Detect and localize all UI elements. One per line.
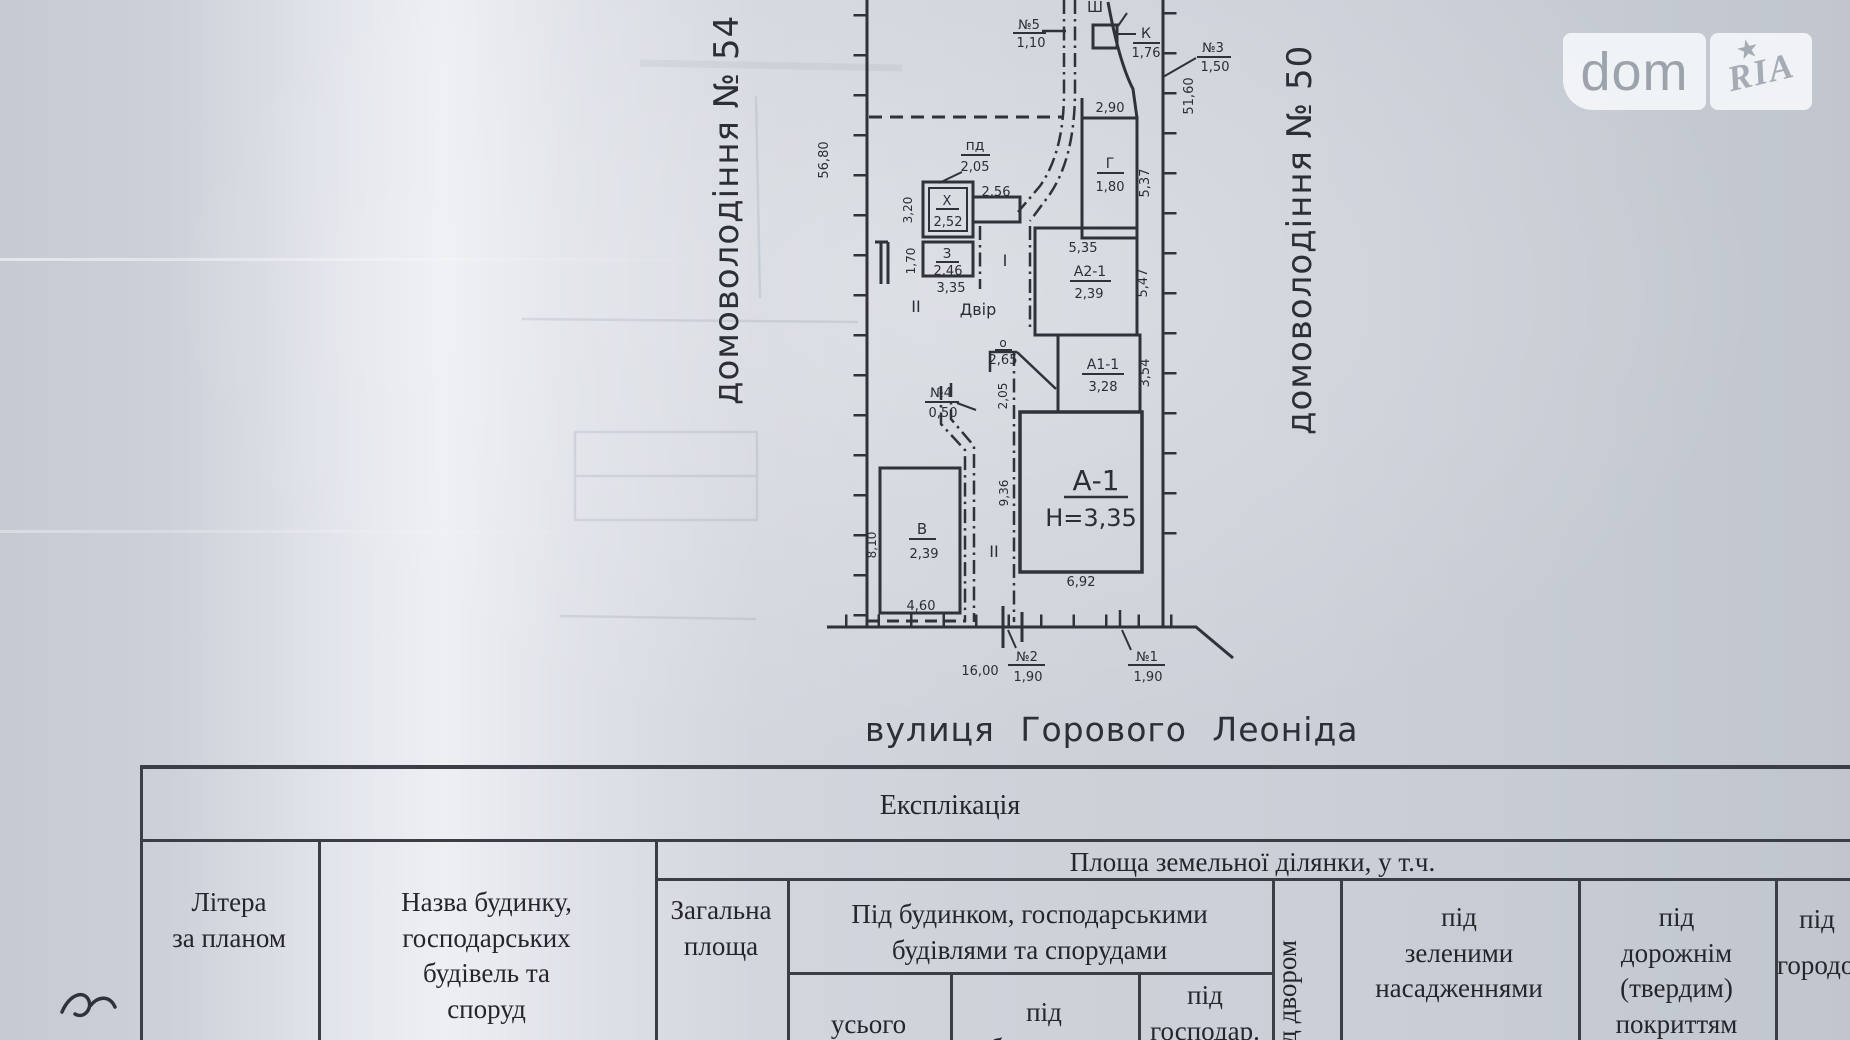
col-road-header: під дорожнім (твердим) покриттям <box>1615 902 1738 1039</box>
dim-label: 2,65 <box>989 353 1018 368</box>
table-line <box>655 839 658 1040</box>
handwritten-mark <box>60 992 117 1018</box>
bldg-label: А2-1 <box>1074 264 1106 280</box>
zone-label: II <box>989 542 998 561</box>
dim-label: №3 <box>1202 41 1224 56</box>
dim-label: 2,39 <box>1075 287 1104 302</box>
area-group-header: Площа земельної ділянки, у т.ч. <box>1069 847 1436 877</box>
col-buildings-header: Під будинком, господарськими будівлями т… <box>851 899 1208 965</box>
zone-label: I <box>1003 251 1008 270</box>
dim-label: 2,90 <box>1096 101 1125 116</box>
left-estate-label: домоволодіння № 54 <box>707 14 747 405</box>
table-line <box>140 839 1850 842</box>
bldg-label: Г <box>1106 156 1115 172</box>
table-line <box>1578 878 1581 1040</box>
table-line <box>1340 878 1343 1040</box>
table-line <box>655 878 1850 881</box>
dim-label: №5 <box>1018 18 1040 33</box>
bldg-label: Н=3,35 <box>1045 504 1137 532</box>
dim-label: 4,60 <box>907 599 936 614</box>
table-line <box>318 839 321 1040</box>
bldg-label: Ш <box>1087 0 1103 16</box>
col-total-header: Загальна площа <box>670 895 772 961</box>
table-line <box>140 765 143 1040</box>
col-green-header: під зеленими насадженнями <box>1375 902 1543 1004</box>
bldg-label: А1-1 <box>1087 357 1119 373</box>
dim-label: 1,80 <box>1096 180 1125 195</box>
col-garden-header-line2: городом <box>1777 950 1850 980</box>
bldg-label: З <box>943 247 951 262</box>
sub-house-header: під будинком <box>990 997 1099 1040</box>
dim-label: 5,47 <box>1136 269 1151 298</box>
bldg-label: К <box>1141 26 1151 42</box>
dim-label: 5,35 <box>1069 241 1098 256</box>
buildings <box>875 1 1144 615</box>
dim-label: 1,10 <box>1017 36 1046 51</box>
sub-total-header: усього <box>830 1009 907 1039</box>
table-line <box>1138 972 1141 1040</box>
dim-label: 1,70 <box>904 248 918 275</box>
dim-label: 1,76 <box>1132 46 1161 61</box>
col-name-header: Назва будинку, господарських будівель та… <box>401 887 572 1024</box>
watermark-dom-box: dom <box>1563 33 1706 110</box>
dim-label: 1,90 <box>1134 670 1163 685</box>
yard-path-lines <box>939 0 1077 622</box>
zone-label: II <box>911 297 920 316</box>
col-garden-header-line1: під <box>1799 904 1835 934</box>
dim-label: 3,35 <box>937 281 966 296</box>
dim-label: №4 <box>930 386 952 401</box>
dim-label: 2,56 <box>982 185 1011 200</box>
dim-label: 3,20 <box>901 197 915 224</box>
plot-boundaries <box>827 0 1234 660</box>
label-underlines <box>909 32 1231 666</box>
dim-label: 1,90 <box>1014 670 1043 685</box>
plan-labels: №5 1,10 Ш К 1,76 №3 1,50 51,60 56,80 2,9… <box>817 0 1229 685</box>
street-name: вулиця Горового Леоніда <box>865 710 1359 749</box>
table-line <box>140 765 1850 769</box>
watermark-dom-text: dom <box>1580 41 1689 102</box>
dim-label: 5,37 <box>1138 169 1153 198</box>
dim-label: 2,05 <box>961 160 990 175</box>
bldg-label: пд <box>966 138 985 154</box>
dim-label: 2,39 <box>910 547 939 562</box>
dim-label: 2,52 <box>934 215 963 230</box>
dim-label: 51,60 <box>1182 77 1197 114</box>
dim-label: 2,05 <box>996 383 1010 410</box>
dim-label: 9,36 <box>997 480 1011 507</box>
paper-crease <box>0 258 740 261</box>
dim-label: 56,80 <box>817 141 832 178</box>
table-line <box>950 972 953 1040</box>
table-line <box>787 972 1275 975</box>
watermark-ria-box: ★ RIA <box>1710 33 1812 110</box>
bldg-label: В <box>917 520 927 538</box>
dim-label: 16,00 <box>961 664 998 679</box>
right-estate-label: домоволодіння № 50 <box>1280 44 1320 435</box>
dim-label: 3,54 <box>1138 359 1153 388</box>
dim-label: 1,50 <box>1201 60 1230 75</box>
dim-label: 0,50 <box>929 406 958 421</box>
dim-label: 8,10 <box>865 532 879 559</box>
dim-label: №2 <box>1016 650 1038 665</box>
table-line <box>787 878 790 1040</box>
bldg-label: Х <box>943 194 952 209</box>
table-line <box>1272 878 1275 1040</box>
dim-label: 6,92 <box>1067 575 1096 590</box>
bldg-label: А-1 <box>1072 464 1119 497</box>
sub-household-header: під господар. <box>1150 980 1260 1040</box>
dim-label: 3,28 <box>1089 380 1118 395</box>
col-letter-header: Літера за планом <box>172 887 286 953</box>
watermark-ria-text: RIA <box>1723 44 1799 99</box>
table-line <box>1775 878 1778 1040</box>
table-title: Експлікація <box>879 790 1021 821</box>
col-yard-header: під двором <box>1272 940 1302 1040</box>
paper-crease <box>0 530 620 533</box>
bldg-label: о <box>999 336 1006 350</box>
dim-label: 2,46 <box>934 264 963 279</box>
yard-label: Двір <box>960 300 997 319</box>
dim-label: №1 <box>1136 650 1158 665</box>
bleed-through-marks <box>521 59 903 621</box>
